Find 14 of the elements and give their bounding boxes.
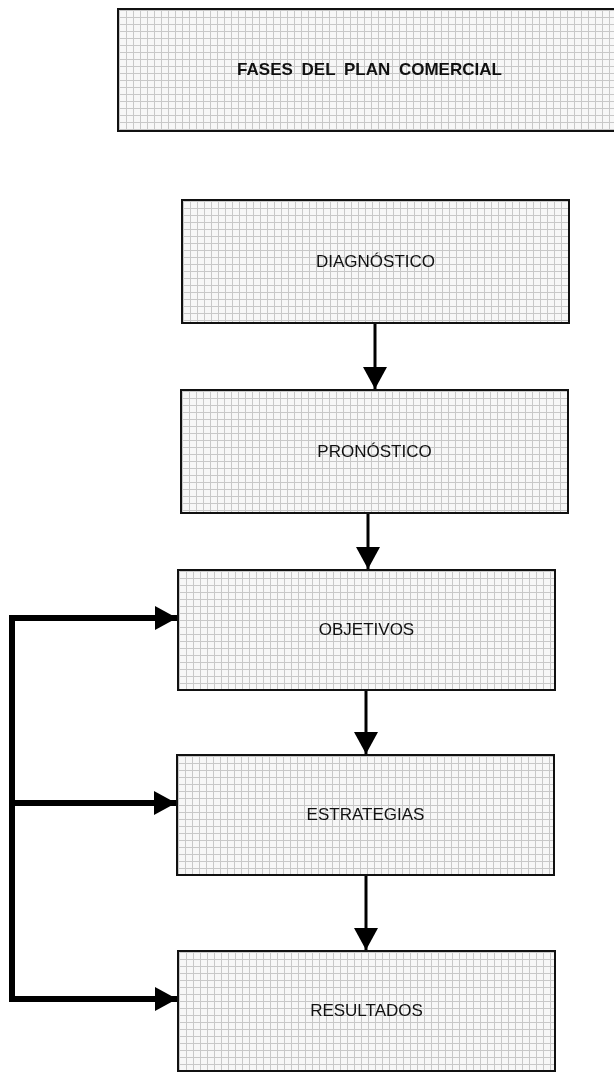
title-box: FASES DEL PLAN COMERCIAL [117,8,614,132]
arrow [12,791,176,815]
arrow [12,987,177,1011]
process-box: RESULTADOS [177,950,556,1072]
arrow [356,514,380,569]
bracket-line [9,615,15,1002]
arrow [363,324,387,389]
process-box: ESTRATEGIAS [176,754,555,876]
arrow [12,606,177,630]
arrow [354,876,378,950]
process-box: OBJETIVOS [177,569,556,691]
process-box: DIAGNÓSTICO [181,199,570,324]
process-box: PRONÓSTICO [180,389,569,514]
arrow [354,691,378,754]
